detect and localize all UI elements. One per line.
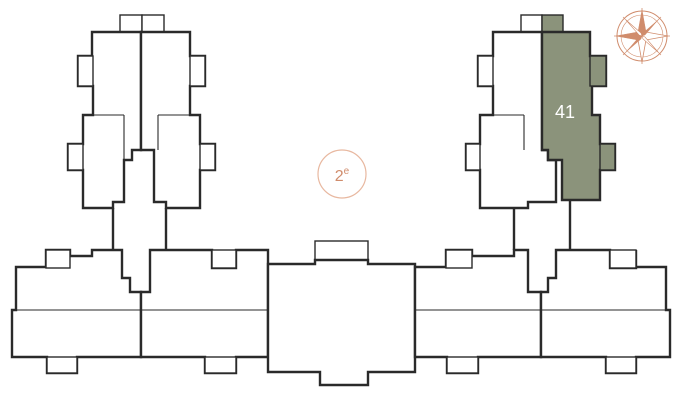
balcony: [204, 356, 237, 374]
floor-badge: 2e: [317, 149, 367, 199]
central-entry: [314, 240, 369, 262]
central-block: [266, 240, 417, 387]
balcony: [141, 14, 165, 33]
floor-number: 2e: [335, 166, 350, 185]
bottom-wing-left: [10, 248, 270, 375]
balcony: [45, 249, 71, 269]
balcony: [189, 55, 206, 87]
central-common-area[interactable]: [266, 258, 417, 387]
balcony: [465, 143, 481, 171]
balcony: [446, 356, 479, 374]
balcony: [520, 14, 543, 33]
balcony: [46, 356, 78, 374]
compass-rose-icon: [614, 8, 670, 64]
balcony: [541, 14, 564, 33]
unit-west-wing-right[interactable]: [139, 248, 270, 375]
balcony: [77, 55, 94, 87]
balcony: [119, 14, 143, 33]
left-tower: [66, 14, 217, 250]
balcony: [477, 55, 494, 87]
unit-east-wing-right[interactable]: [539, 248, 672, 375]
balcony: [609, 249, 637, 269]
balcony: [599, 143, 616, 171]
unit-41-label: 41: [555, 102, 575, 122]
balcony: [445, 249, 473, 269]
balcony: [589, 55, 607, 87]
unit-west-wing-left[interactable]: [10, 248, 143, 375]
bottom-wing-right: [413, 248, 672, 375]
right-tower: 41: [464, 14, 617, 250]
balcony: [67, 143, 84, 171]
unit-east-wing-left[interactable]: [413, 248, 543, 375]
balcony: [199, 143, 216, 171]
balcony: [605, 356, 637, 374]
balcony: [211, 249, 237, 269]
